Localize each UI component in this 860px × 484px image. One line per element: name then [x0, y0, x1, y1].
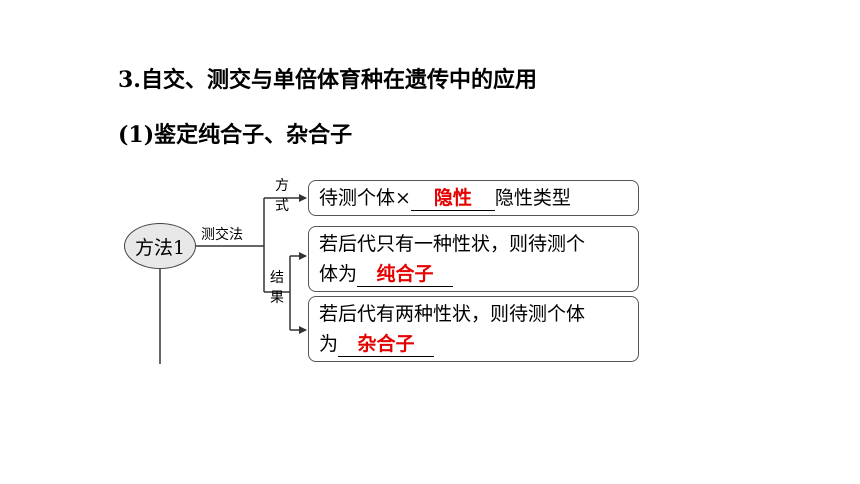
label-fangshi: 方 式	[275, 178, 289, 214]
answer-blank-recessive: 隐性	[410, 186, 495, 211]
section-heading: 3.自交、测交与单倍体育种在遗传中的应用	[118, 67, 537, 93]
subsection-heading: (1)鉴定纯合子、杂合子	[118, 122, 353, 148]
result-box-one-trait: 若后代只有一种性状，则待测个 体为纯合子	[308, 226, 639, 292]
branch-label: 测交法	[201, 227, 243, 243]
answer-blank-heterozygous: 杂合子	[338, 332, 435, 357]
answer-blank-homozygous: 纯合子	[357, 262, 454, 287]
method-box: 待测个体×隐性隐性类型	[308, 180, 639, 216]
method-label: 方法1	[134, 236, 186, 259]
method-ellipse: 方法1	[124, 223, 196, 269]
label-jieguo: 结 果	[270, 270, 284, 306]
result-box-two-traits: 若后代有两种性状，则待测个体 为杂合子	[308, 296, 639, 362]
